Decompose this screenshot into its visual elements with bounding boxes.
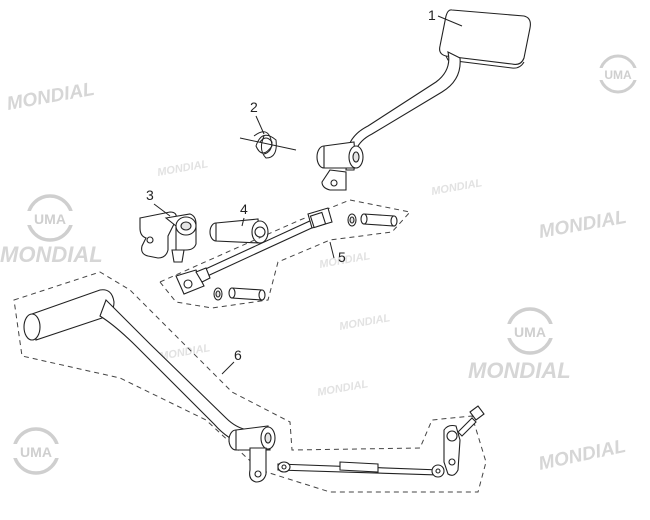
watermark-mondial-5: MONDIAL <box>0 242 103 267</box>
part-4-pivot-bushing <box>209 218 269 244</box>
callout-1-label: 1 <box>428 7 436 23</box>
svg-text:UMA: UMA <box>514 324 546 340</box>
part-6-lever-assembly <box>13 271 487 493</box>
watermark-mondial-3: MONDIAL <box>430 177 483 198</box>
watermark-mondial-11: MONDIAL <box>537 436 628 475</box>
svg-text:UMA: UMA <box>34 211 66 227</box>
watermark-mondial-10: MONDIAL <box>316 378 369 399</box>
svg-text:UMA: UMA <box>604 68 632 82</box>
callout-3: 3 <box>146 187 171 217</box>
callout-6: 6 <box>221 347 242 375</box>
uma-logo-4: UMA <box>10 427 62 475</box>
uma-logo-watermarks: UMA UMA UMA UMA <box>10 54 640 475</box>
part-3-pivot-bracket <box>139 211 197 263</box>
watermark-layer: MONDIAL MONDIAL MONDIAL MONDIAL MONDIAL … <box>0 79 628 475</box>
callout-4: 4 <box>240 201 248 227</box>
callout-1: 1 <box>428 7 463 27</box>
part-5-brake-rod-assembly <box>159 199 411 309</box>
watermark-mondial-1: MONDIAL <box>5 79 96 115</box>
watermark-mondial-7: MONDIAL <box>338 312 391 333</box>
uma-logo-2: UMA <box>24 194 76 242</box>
uma-logo-1: UMA <box>596 54 640 94</box>
callout-2: 2 <box>250 99 265 135</box>
watermark-mondial-2: MONDIAL <box>156 158 209 179</box>
watermark-mondial-9: MONDIAL <box>468 358 571 383</box>
uma-logo-3: UMA <box>504 307 556 355</box>
callout-5: 5 <box>329 241 346 265</box>
callout-3-label: 3 <box>146 187 154 203</box>
callout-2-label: 2 <box>250 99 258 115</box>
svg-text:UMA: UMA <box>20 444 52 460</box>
callout-5-label: 5 <box>338 249 346 265</box>
part-2-return-spring <box>239 131 297 159</box>
callout-6-label: 6 <box>234 347 242 363</box>
watermark-mondial-4: MONDIAL <box>537 207 628 243</box>
part-1-brake-pedal <box>316 9 531 191</box>
callout-4-label: 4 <box>240 201 248 217</box>
